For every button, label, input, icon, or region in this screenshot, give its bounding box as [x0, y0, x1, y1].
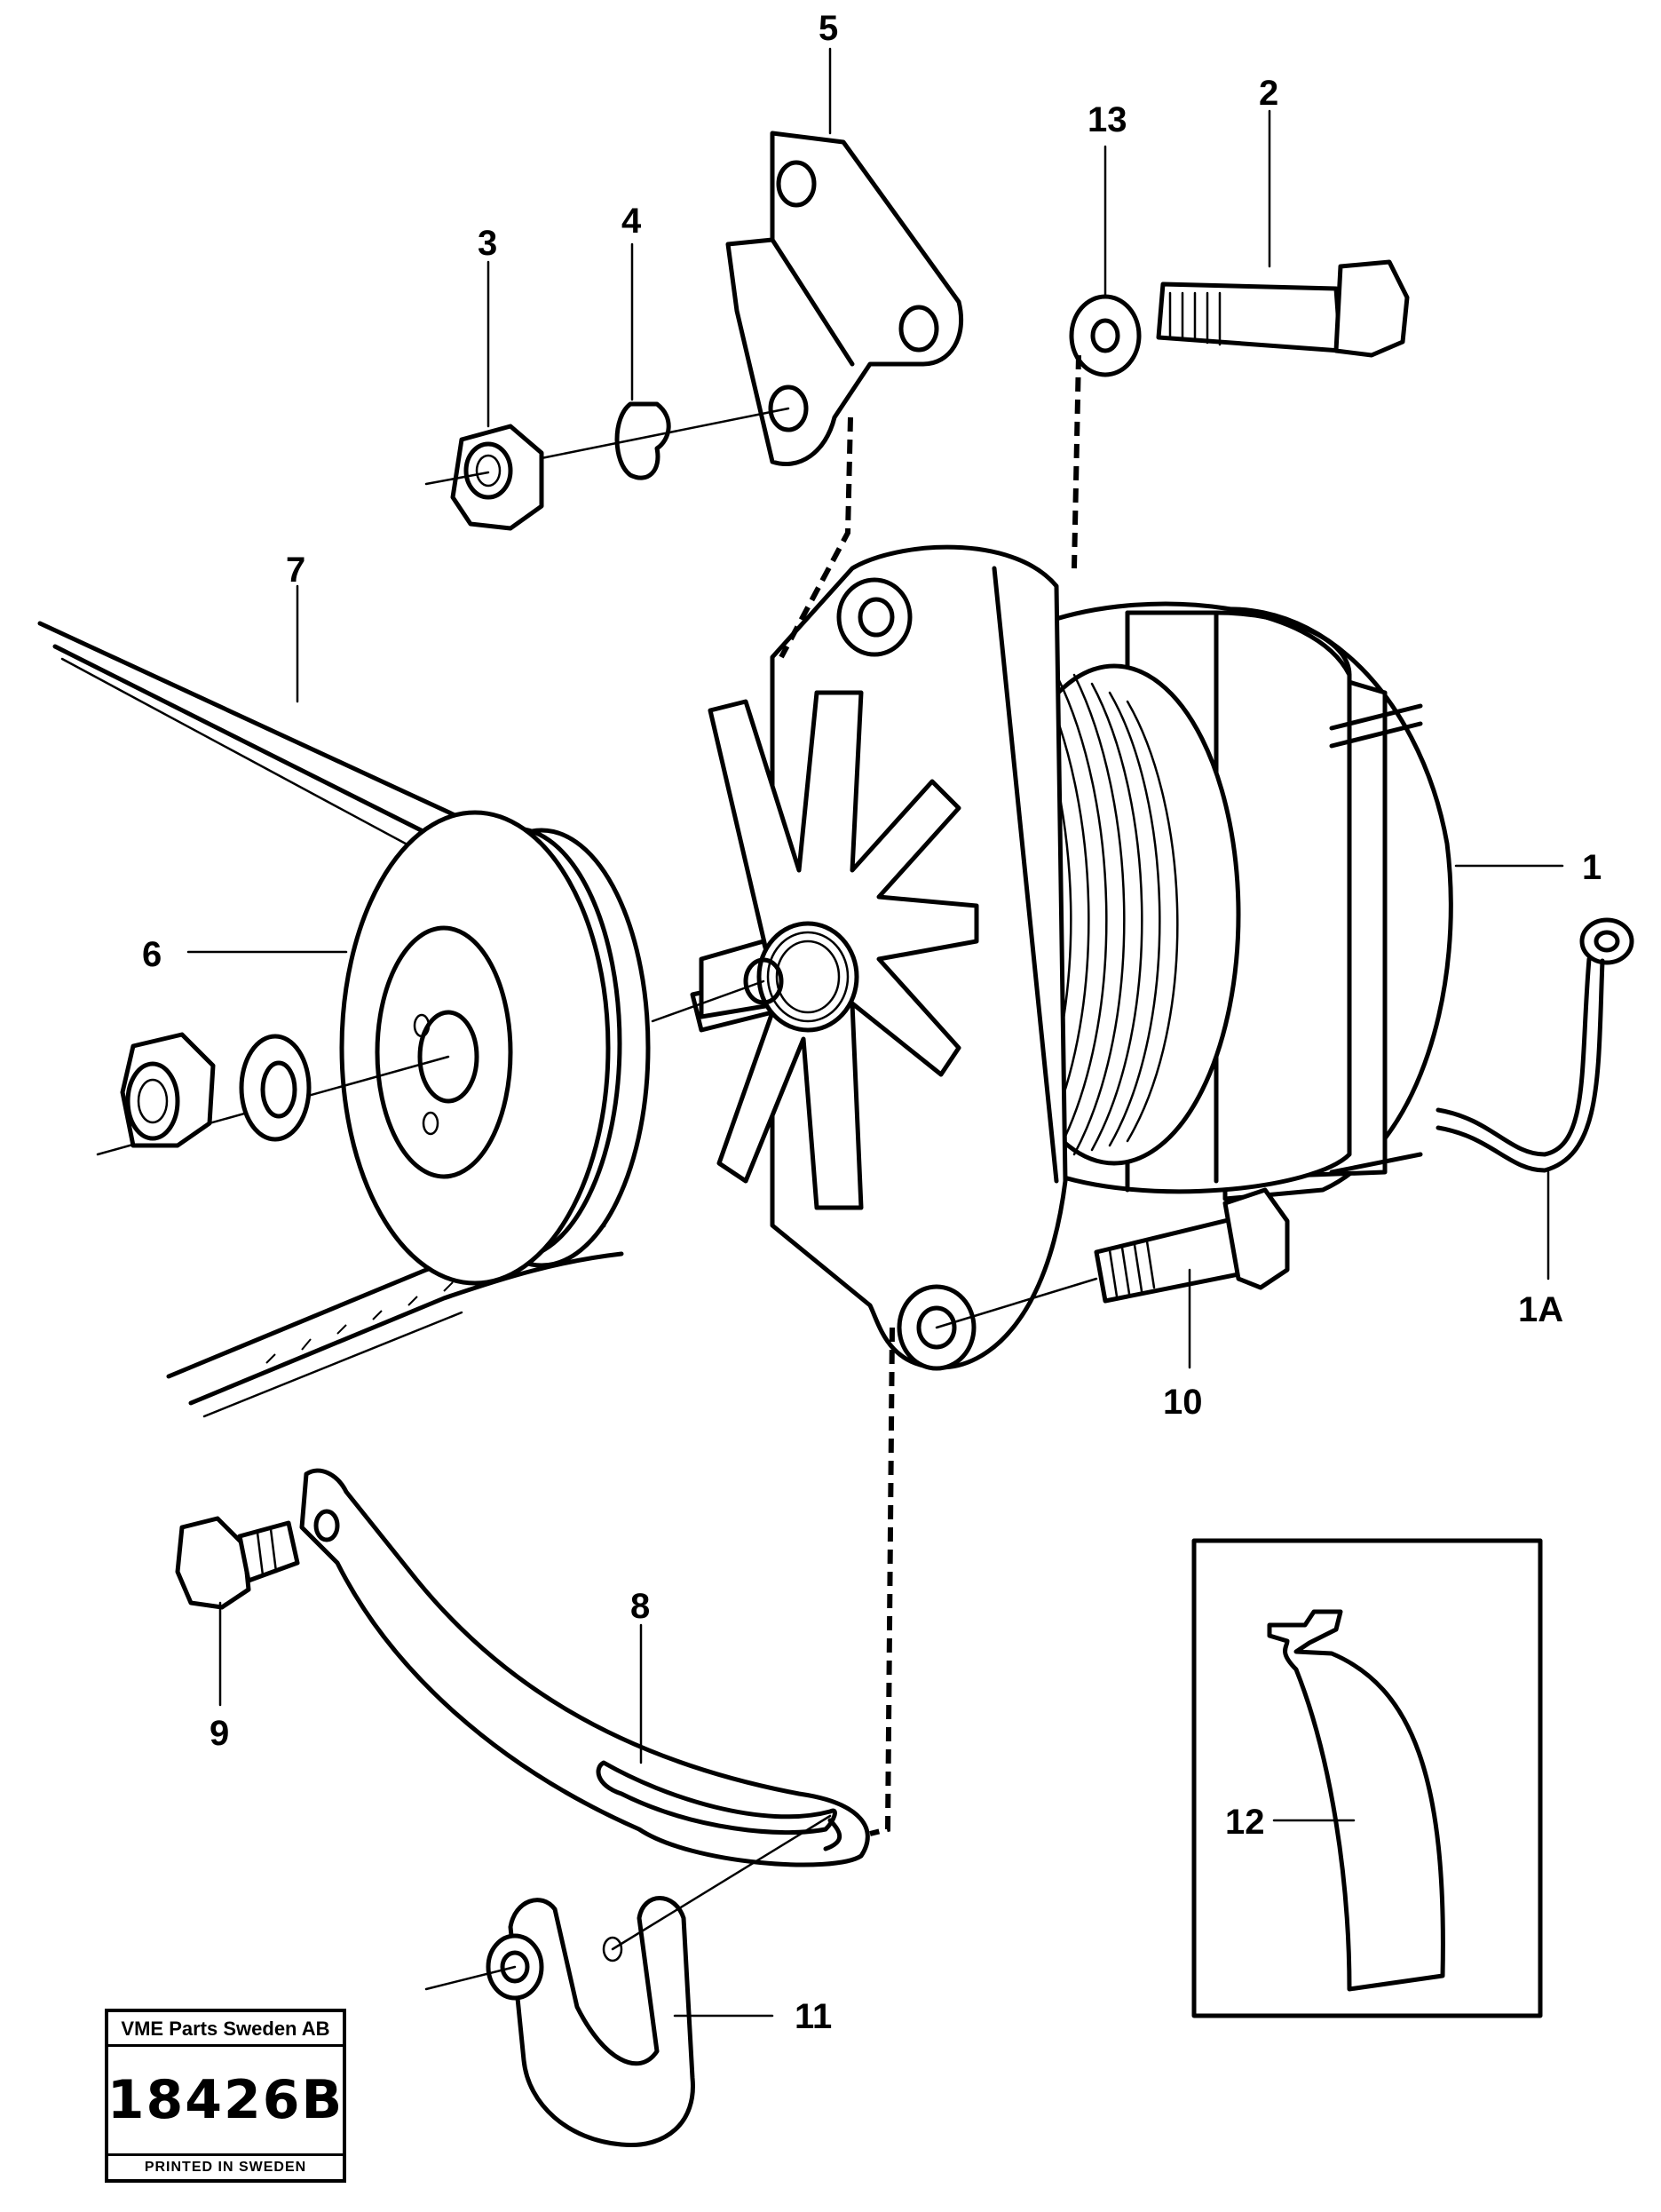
publisher-stamp: VME Parts Sweden AB 18426B PRINTED IN SW… — [105, 2009, 346, 2183]
hex-bolt-arm — [175, 1516, 300, 1610]
callout-3: 3 — [478, 224, 497, 263]
stamp-number: 18426B — [107, 2069, 344, 2131]
centerline-bolt — [1072, 354, 1081, 569]
callout-4: 4 — [621, 202, 642, 241]
callout-11: 11 — [795, 1997, 832, 2036]
mounting-bracket — [725, 131, 964, 467]
alternator — [651, 544, 1453, 1371]
centerline-arm — [869, 1327, 895, 1836]
bolt-top — [1156, 259, 1410, 358]
ground-lead — [1436, 917, 1634, 1173]
pulley-nut — [120, 1032, 216, 1148]
callout-10: 10 — [1163, 1383, 1203, 1422]
inset-frame — [1191, 1538, 1543, 2018]
pulley — [96, 810, 651, 1286]
callout-13: 13 — [1088, 100, 1127, 139]
callout-9: 9 — [210, 1714, 229, 1753]
callout-7: 7 — [286, 551, 305, 590]
callout-2: 2 — [1259, 74, 1278, 113]
callout-1a: 1A — [1518, 1290, 1563, 1329]
hex-nut-top — [424, 424, 544, 531]
centerline-bracket — [779, 416, 853, 659]
callout-8: 8 — [630, 1587, 650, 1626]
callout-12: 12 — [1225, 1803, 1265, 1842]
adjusting-arm — [299, 1468, 870, 1867]
lock-washer — [522, 401, 790, 480]
flat-washer-top — [1069, 294, 1142, 377]
leader-lines — [186, 47, 1564, 2018]
stamp-company: VME Parts Sweden AB — [108, 2012, 343, 2047]
bolt-lower — [935, 1187, 1290, 1329]
callout-5: 5 — [819, 9, 838, 48]
pulley-washer — [239, 1034, 312, 1142]
callout-1: 1 — [1582, 848, 1602, 887]
shield-plate — [1267, 1609, 1445, 1992]
clamp-bracket — [424, 1814, 832, 2148]
callout-6: 6 — [142, 935, 162, 974]
stamp-footer: PRINTED IN SWEDEN — [108, 2153, 343, 2179]
